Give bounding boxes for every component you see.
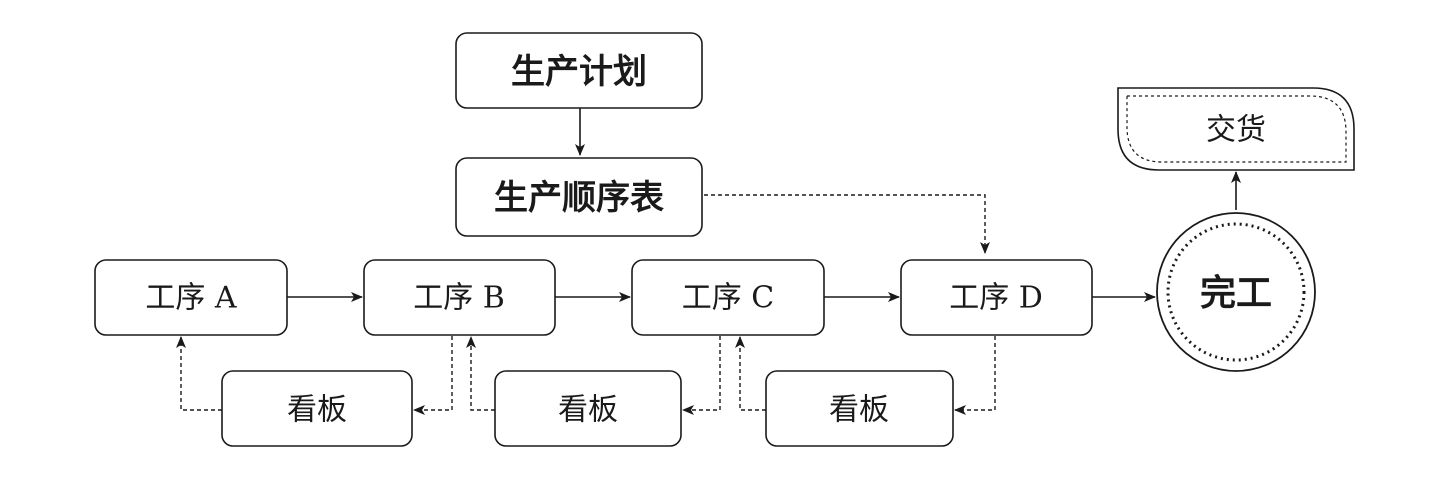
kanban-1-label: 看板 <box>287 393 347 428</box>
process-a-node: 工序 A <box>94 259 288 336</box>
edge-sequence-to-process-d <box>704 194 990 254</box>
process-b-label: 工序 B <box>413 281 505 316</box>
production-plan-label: 生产计划 <box>511 52 647 92</box>
process-b-node: 工序 B <box>363 259 556 336</box>
process-c-node: 工序 C <box>631 259 825 336</box>
kanban-3-node: 看板 <box>765 370 954 447</box>
kanban-2-node: 看板 <box>494 370 682 447</box>
edges <box>176 108 1241 415</box>
kanban-1-node: 看板 <box>221 370 413 447</box>
edge-c-to-kanban-2 <box>682 336 721 415</box>
delivery-node: 交货 <box>1117 87 1355 171</box>
process-c-label: 工序 C <box>682 281 775 316</box>
production-plan-node: 生产计划 <box>455 32 703 109</box>
complete-node: 完工 <box>1156 212 1316 372</box>
production-sequence-label: 生产顺序表 <box>494 178 664 218</box>
edge-b-to-kanban-1 <box>413 336 453 415</box>
production-sequence-node: 生产顺序表 <box>455 157 703 237</box>
process-a-label: 工序 A <box>145 281 237 316</box>
edge-d-to-kanban-3 <box>954 336 996 415</box>
complete-label: 完工 <box>1200 272 1272 314</box>
delivery-label: 交货 <box>1206 113 1266 148</box>
edge-kanban-2-to-b <box>466 336 495 411</box>
edge-kanban-3-to-c <box>735 336 766 411</box>
process-d-label: 工序 D <box>949 281 1043 316</box>
process-d-node: 工序 D <box>900 259 1093 336</box>
edge-kanban-1-to-a <box>176 336 222 411</box>
kanban-2-label: 看板 <box>558 393 618 428</box>
kanban-3-label: 看板 <box>829 393 889 428</box>
